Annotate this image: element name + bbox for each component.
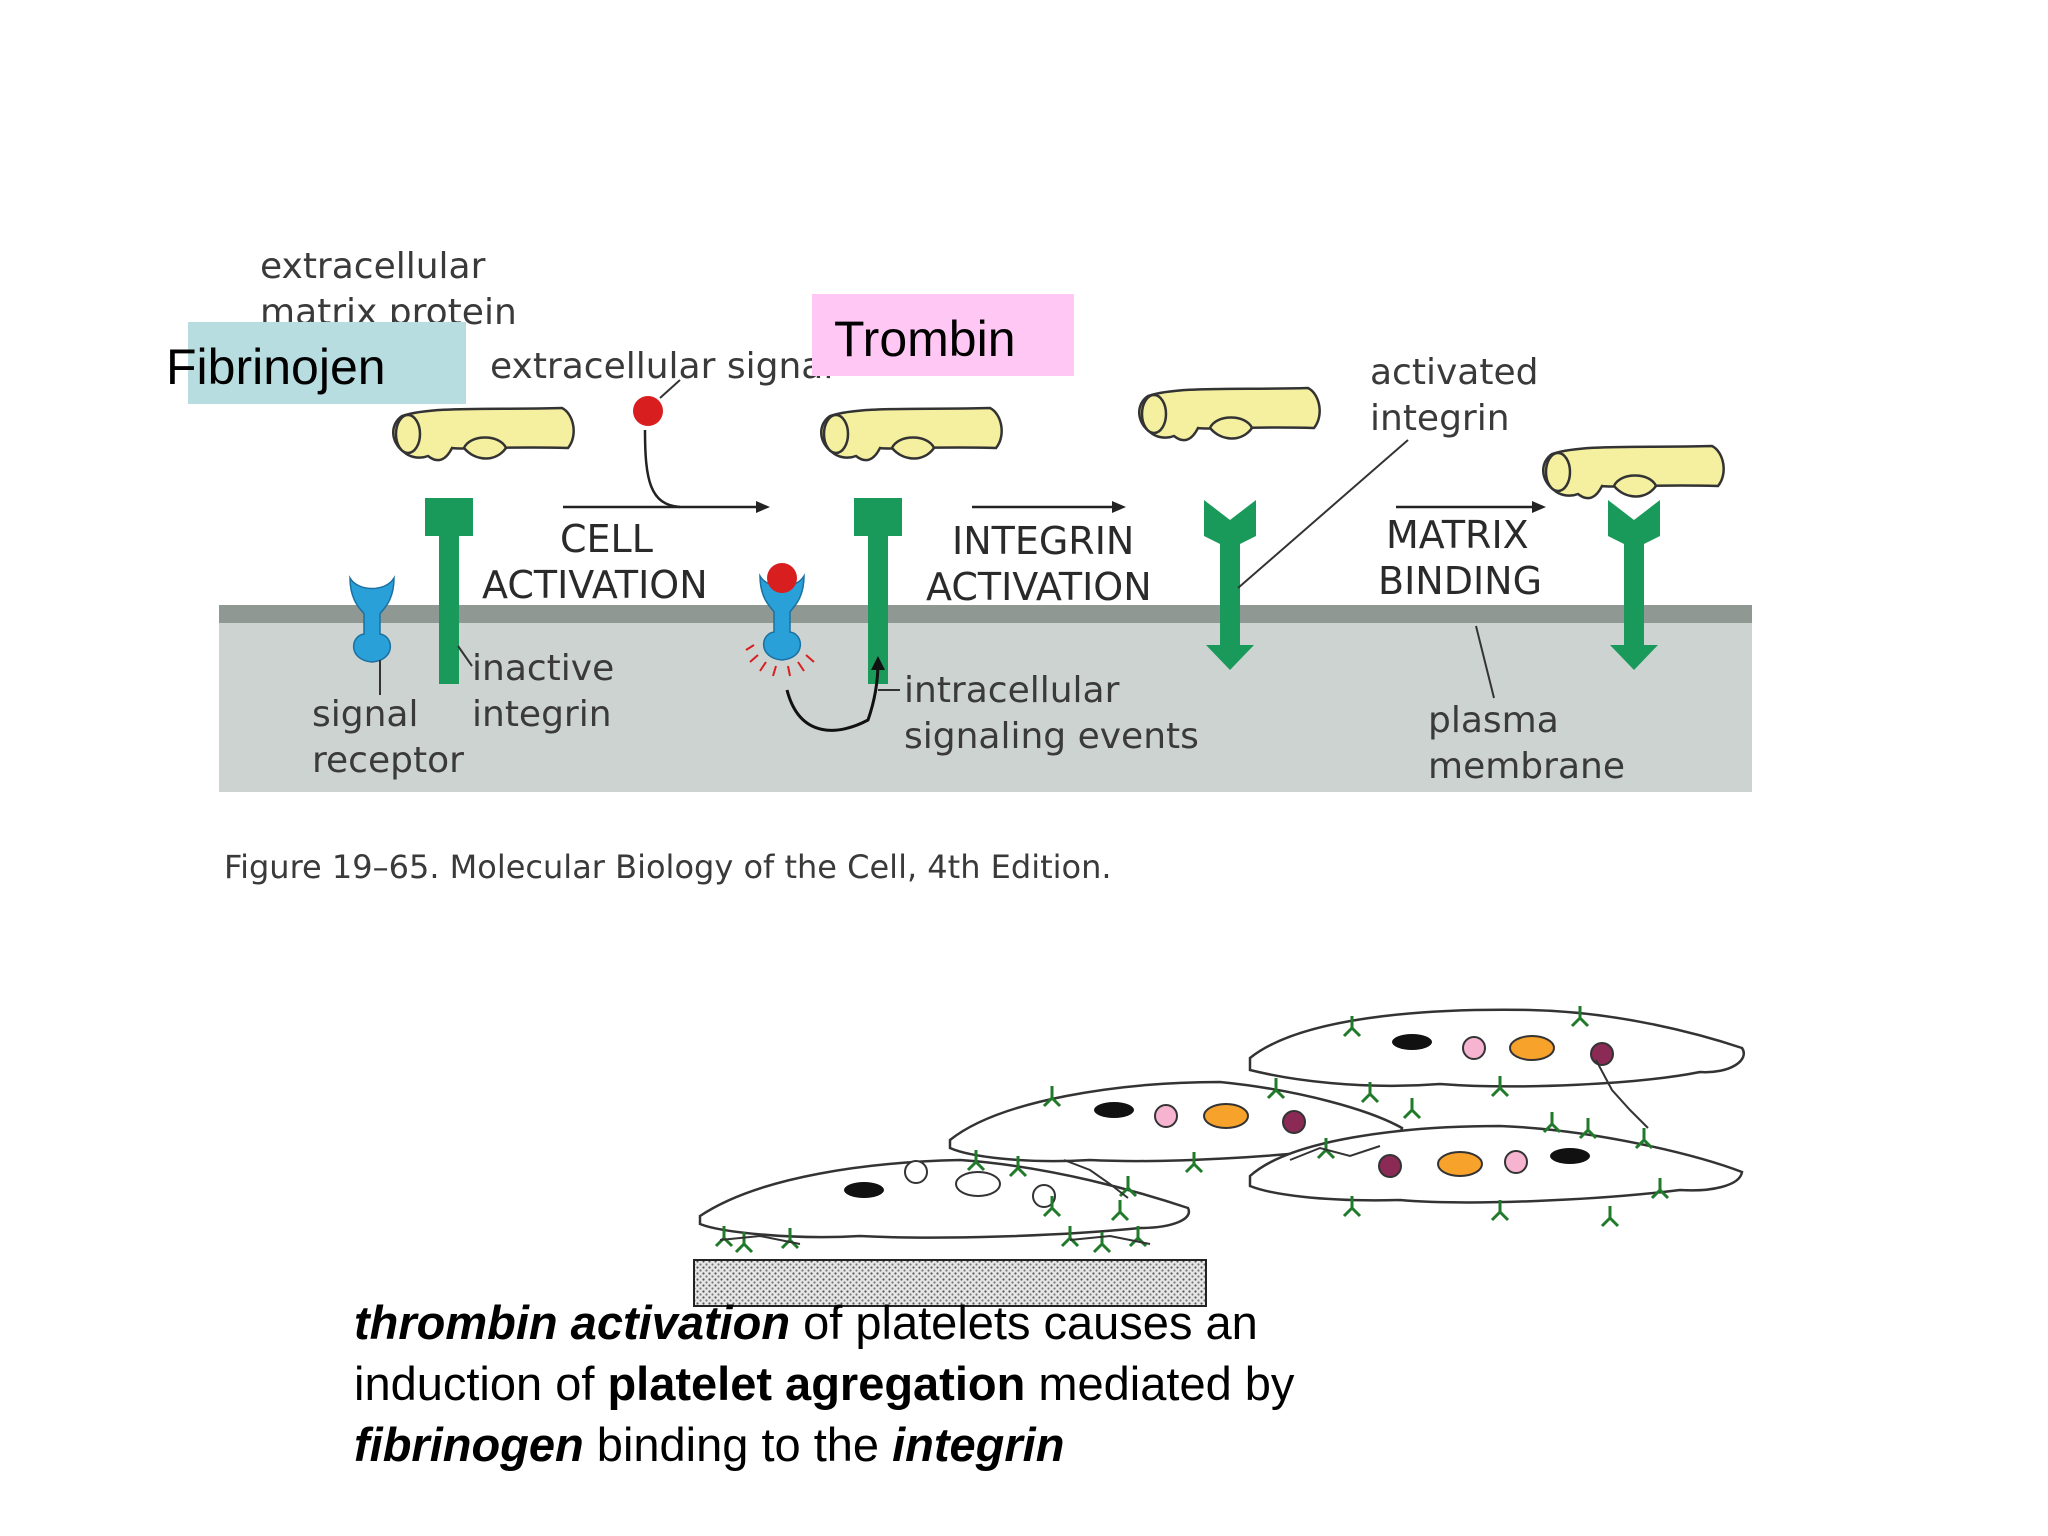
label-inactive-integrin: integrin	[472, 694, 612, 735]
caption-line2-c: mediated by	[1025, 1357, 1295, 1410]
extracellular-signal	[633, 396, 663, 426]
label-membrane: membrane	[1428, 746, 1625, 787]
label-binding: BINDING	[1378, 559, 1542, 603]
surface-substrate	[693, 1259, 1207, 1307]
label-inactive: inactive	[472, 648, 614, 689]
figure-caption: Figure 19–65. Molecular Biology of the C…	[224, 848, 1112, 886]
caption-fibrinogen: fibrinogen	[354, 1418, 584, 1471]
extracellular-signal-bound	[767, 563, 797, 593]
label-activated-integrin: integrin	[1370, 398, 1510, 439]
label-cell: CELL	[560, 517, 653, 561]
label-integrin: INTEGRIN	[952, 519, 1134, 563]
extracellular-matrix-protein	[1137, 386, 1321, 442]
label-activation: ACTIVATION	[482, 563, 708, 607]
label-ecm-line1: extracellular	[260, 246, 486, 287]
caption-line2-a: induction of	[354, 1357, 608, 1410]
extracellular-matrix-protein	[819, 406, 1003, 462]
cytoplasm-region	[219, 620, 1752, 792]
slide-caption: thrombin activation of platelets causes …	[354, 1292, 1554, 1475]
caption-integrin: integrin	[892, 1418, 1065, 1471]
caption-line-2: induction of platelet agregation mediate…	[354, 1353, 1554, 1414]
label-activated: activated	[1370, 352, 1538, 393]
caption-platelet-agregation: platelet agregation	[607, 1357, 1026, 1410]
extracellular-matrix-protein	[391, 406, 575, 462]
caption-line3-mid: binding to the	[583, 1418, 893, 1471]
platelet-cell	[1248, 1124, 1744, 1204]
trombin-label: Trombin	[834, 311, 1016, 367]
label-extracellular-signal: extracellular signal	[490, 346, 833, 387]
extracellular-matrix-protein	[1541, 444, 1725, 500]
label-signaling-events: signaling events	[904, 716, 1199, 757]
label-plasma: plasma	[1428, 700, 1559, 741]
label-signal: signal	[312, 694, 419, 735]
fibrinojen-box	[188, 322, 466, 404]
caption-line-3: fibrinogen binding to the integrin	[354, 1414, 1554, 1475]
label-matrix: MATRIX	[1386, 513, 1529, 557]
label-integrin-activation: ACTIVATION	[926, 565, 1152, 609]
caption-line-1: thrombin activation of platelets causes …	[354, 1292, 1554, 1353]
intracellular-signaling-arrow	[785, 661, 880, 732]
caption-thrombin-activation: thrombin activation	[354, 1296, 791, 1349]
caption-line1-rest: of platelets causes an	[790, 1296, 1258, 1349]
label-receptor: receptor	[312, 740, 464, 781]
platelet-cell	[698, 1158, 1191, 1239]
activation-burst	[745, 644, 815, 677]
fibrinojen-label: Fibrinojen	[166, 339, 386, 395]
label-intracellular: intracellular	[904, 670, 1120, 711]
platelet-aggregation-illustration	[693, 1004, 1745, 1307]
platelet-cell	[1248, 1008, 1745, 1088]
plasma-membrane-band	[219, 605, 1752, 623]
trombin-box	[812, 294, 1074, 376]
